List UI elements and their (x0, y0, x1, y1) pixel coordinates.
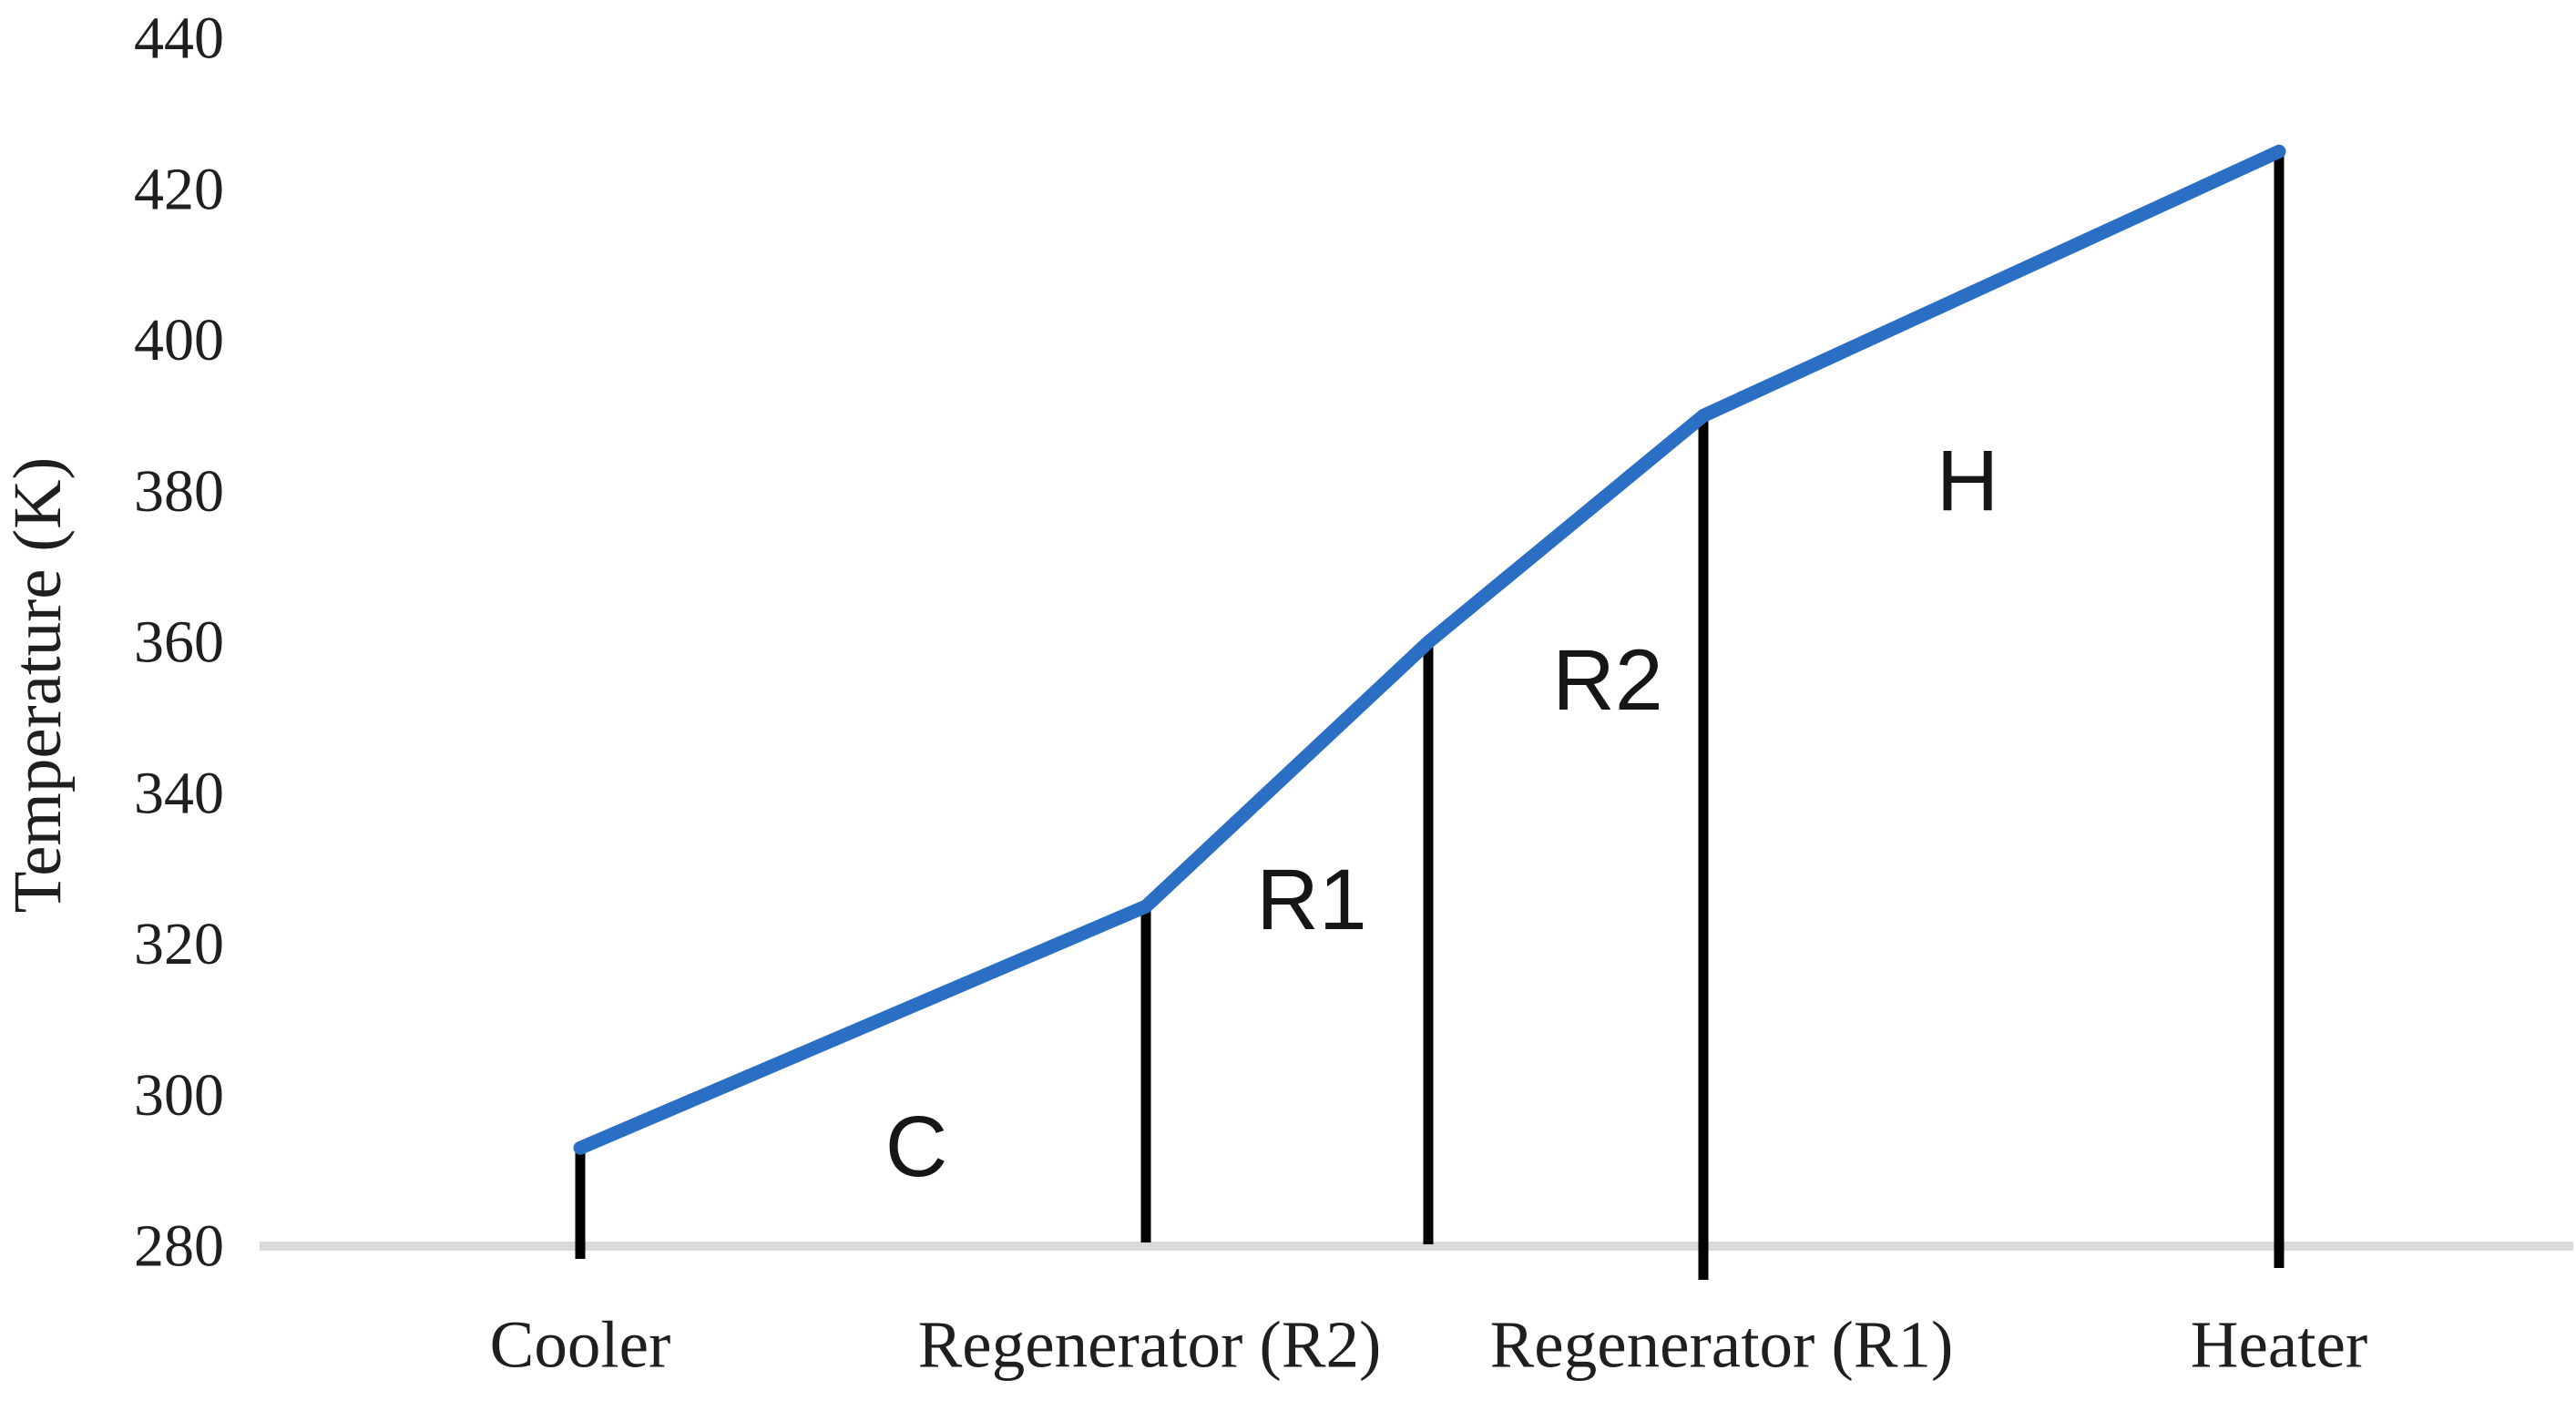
chart-static-layer: Temperature (K) (0, 457, 76, 914)
y-tick-label-280: 280 (134, 1213, 224, 1280)
y-tick-label-380: 380 (134, 458, 224, 525)
x-category-label-3: Regenerator (R1) (1490, 1308, 1954, 1382)
y-tick-label-320: 320 (134, 911, 224, 977)
region-label-R2: R2 (1552, 632, 1662, 729)
y-tick-label-360: 360 (134, 609, 224, 676)
x-category-label-2: Regenerator (R2) (918, 1308, 1382, 1382)
y-tick-label-440: 440 (134, 5, 224, 72)
y-tick-label-400: 400 (134, 307, 224, 373)
y-tick-label-420: 420 (134, 156, 224, 222)
region-label-C: C (885, 1099, 948, 1195)
x-category-label-1: Cooler (490, 1308, 671, 1382)
region-label-H: H (1937, 433, 1999, 529)
region-label-R1: R1 (1256, 852, 1366, 948)
y-tick-label-340: 340 (134, 760, 224, 826)
temperature-line (573, 144, 2286, 1155)
y-axis-title: Temperature (K) (0, 457, 76, 914)
x-category-label-4: Heater (2191, 1308, 2368, 1382)
y-tick-label-300: 300 (134, 1062, 224, 1129)
